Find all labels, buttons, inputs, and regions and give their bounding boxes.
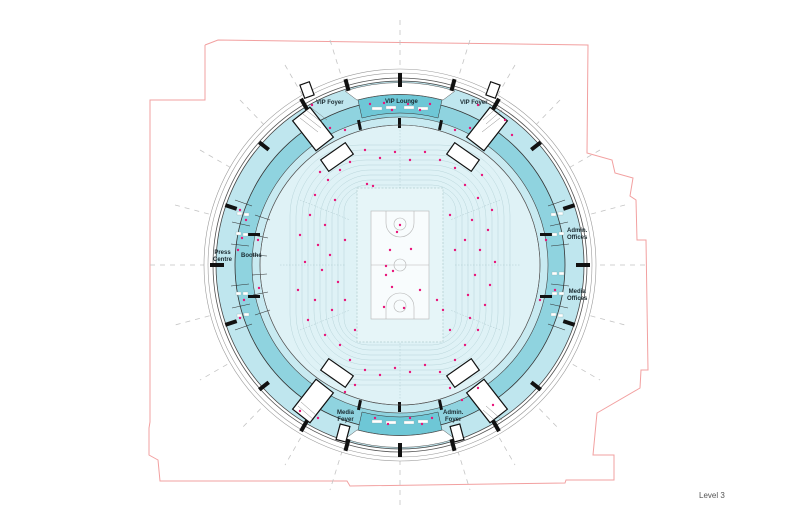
- label-vip-foyer-left: VIP Foyer: [316, 100, 344, 106]
- label-media-foyer: Media Foyer: [337, 410, 354, 424]
- people-markers: [236, 101, 557, 426]
- label-admin-foyer-line1: Admin.: [443, 410, 464, 416]
- label-admin-offices-line2: Offices: [567, 235, 588, 241]
- label-press-centre-line1: Press: [214, 250, 231, 256]
- stair-treads: [297, 105, 503, 425]
- label-media-offices-line1: Media: [568, 289, 586, 295]
- vip-lounge-area: [357, 94, 443, 119]
- media-lounge-area: [357, 411, 443, 436]
- service-zone-top: [344, 82, 456, 101]
- level-label: Level 3: [699, 491, 725, 500]
- structural-columns: [210, 73, 590, 457]
- label-booths: Booths: [241, 253, 262, 259]
- label-press-centre: Press Centre: [213, 250, 232, 264]
- seating-aisles: [280, 130, 520, 400]
- office-furniture: [235, 105, 565, 425]
- label-admin-offices: Admin. Offices: [567, 228, 587, 242]
- label-vip-lounge: VIP Lounge: [385, 99, 418, 105]
- label-media-offices-line2: Offices: [567, 296, 588, 302]
- basketball-court: [370, 210, 430, 320]
- label-admin-foyer: Admin. Foyer: [443, 410, 463, 424]
- label-press-centre-line2: Centre: [213, 257, 233, 263]
- stair-cores: [291, 80, 509, 443]
- label-media-offices: Media Offices: [567, 289, 587, 303]
- label-media-foyer-line2: Foyer: [337, 417, 354, 423]
- site-boundary: [148, 39, 649, 487]
- label-vip-foyer-right: VIP Foyer: [460, 100, 488, 106]
- label-admin-foyer-line2: Foyer: [445, 417, 462, 423]
- label-media-foyer-line1: Media: [337, 410, 355, 416]
- label-admin-offices-line1: Admin.: [567, 228, 588, 234]
